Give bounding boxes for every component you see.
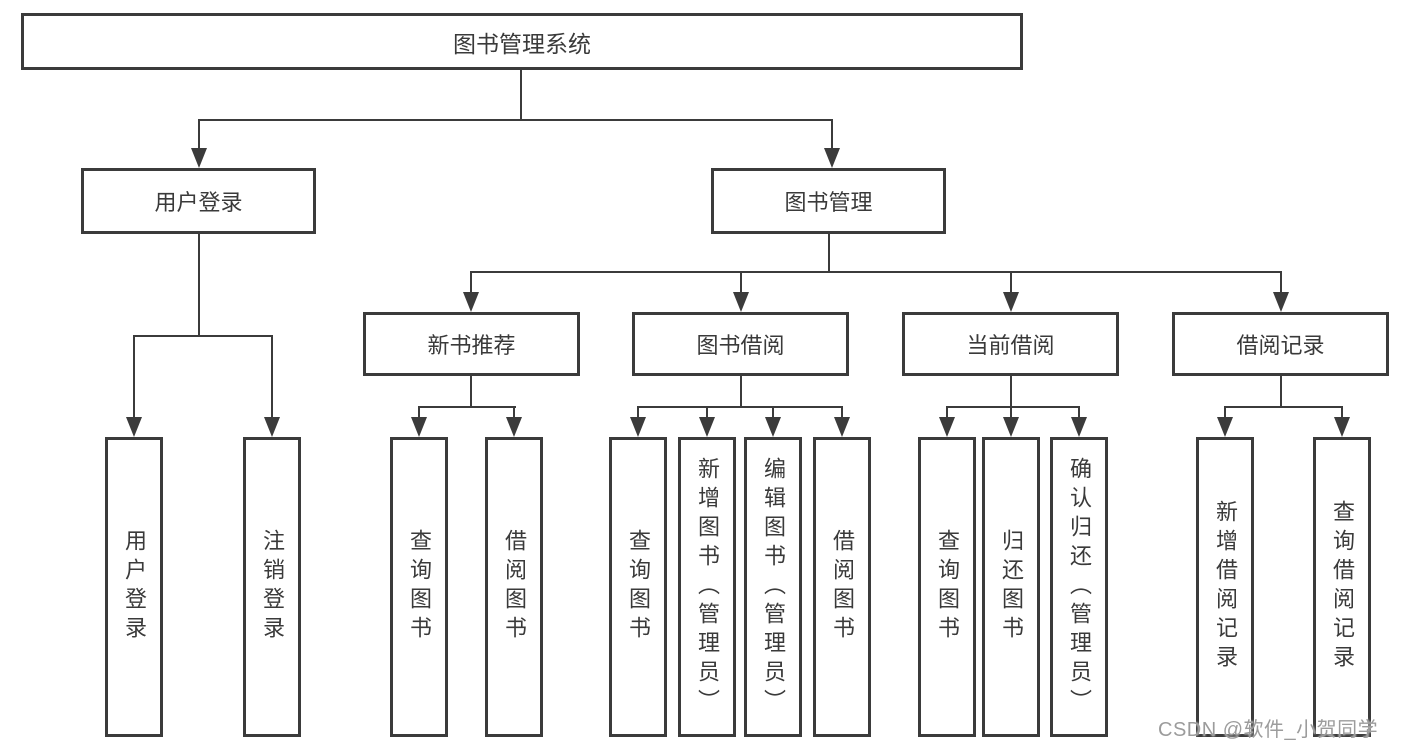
arrow-down-icon: [264, 417, 280, 437]
leaf-label: 注销登录: [259, 529, 285, 645]
leaf-logout: 注销登录: [243, 437, 301, 737]
arrow-down-icon: [506, 417, 522, 437]
leaf-return-books: 归还图书: [982, 437, 1040, 737]
connector-line: [1280, 271, 1282, 294]
leaf-label: 查询图书: [625, 529, 651, 645]
arrow-down-icon: [834, 417, 850, 437]
leaf-query-books-borrowing: 查询图书: [609, 437, 667, 737]
leaf-borrow-books-recommend: 借阅图书: [485, 437, 543, 737]
arrow-down-icon: [1003, 292, 1019, 312]
arrow-down-icon: [765, 417, 781, 437]
connector-line: [133, 335, 273, 337]
connector-line: [1078, 406, 1080, 419]
leaf-label: 用户登录: [121, 529, 147, 645]
arrow-down-icon: [630, 417, 646, 437]
connector-line: [1010, 375, 1012, 408]
leaf-label: 新增图书（管理员）: [694, 456, 720, 718]
leaf-label: 归还图书: [998, 529, 1024, 645]
connector-line: [1224, 406, 1226, 419]
connector-line: [470, 271, 472, 294]
connector-line: [637, 406, 843, 408]
arrow-down-icon: [411, 417, 427, 437]
leaf-add-books-admin: 新增图书（管理员）: [678, 437, 736, 737]
leaf-add-borrow-record: 新增借阅记录: [1196, 437, 1254, 737]
leaf-label: 新增借阅记录: [1212, 500, 1238, 674]
node-library-management-system: 图书管理系统: [21, 13, 1023, 70]
connector-line: [1280, 375, 1282, 408]
connector-line: [1010, 406, 1012, 419]
connector-line: [418, 406, 516, 408]
leaf-label: 确认归还（管理员）: [1066, 456, 1092, 718]
arrow-down-icon: [939, 417, 955, 437]
connector-line: [1224, 406, 1342, 408]
csdn-watermark: CSDN @软件_小贺同学: [1158, 719, 1379, 741]
leaf-query-books-recommend: 查询图书: [390, 437, 448, 737]
connector-line: [946, 406, 1080, 408]
connector-line: [198, 119, 200, 150]
connector-line: [271, 335, 273, 419]
arrow-down-icon: [1071, 417, 1087, 437]
arrow-down-icon: [191, 148, 207, 168]
node-borrowing-records: 借阅记录: [1172, 312, 1389, 376]
leaf-confirm-return-admin: 确认归还（管理员）: [1050, 437, 1108, 737]
connector-line: [831, 119, 833, 150]
connector-line: [637, 406, 639, 419]
connector-line: [470, 375, 472, 408]
leaf-label: 查询借阅记录: [1329, 500, 1355, 674]
connector-line: [841, 406, 843, 419]
arrow-down-icon: [1273, 292, 1289, 312]
arrow-down-icon: [126, 417, 142, 437]
connector-line: [772, 406, 774, 419]
leaf-label: 查询图书: [934, 529, 960, 645]
leaf-query-books-current: 查询图书: [918, 437, 976, 737]
arrow-down-icon: [733, 292, 749, 312]
connector-line: [198, 233, 200, 337]
connector-line: [740, 375, 742, 408]
node-current-borrowing: 当前借阅: [902, 312, 1119, 376]
arrow-down-icon: [699, 417, 715, 437]
node-user-login: 用户登录: [81, 168, 316, 234]
leaf-query-borrow-record: 查询借阅记录: [1313, 437, 1371, 737]
leaf-user-login: 用户登录: [105, 437, 163, 737]
connector-line: [470, 271, 1282, 273]
leaf-label: 编辑图书（管理员）: [760, 456, 786, 718]
connector-line: [520, 68, 522, 121]
connector-line: [198, 119, 833, 121]
leaf-label: 查询图书: [406, 529, 432, 645]
node-book-management: 图书管理: [711, 168, 946, 234]
arrow-down-icon: [1217, 417, 1233, 437]
arrow-down-icon: [1003, 417, 1019, 437]
connector-line: [1010, 271, 1012, 294]
connector-line: [1341, 406, 1343, 419]
connector-line: [740, 271, 742, 294]
connector-line: [133, 335, 135, 419]
connector-line: [706, 406, 708, 419]
leaf-borrow-books: 借阅图书: [813, 437, 871, 737]
arrow-down-icon: [824, 148, 840, 168]
connector-line: [828, 233, 830, 273]
arrow-down-icon: [463, 292, 479, 312]
connector-line: [946, 406, 948, 419]
leaf-label: 借阅图书: [501, 529, 527, 645]
arrow-down-icon: [1334, 417, 1350, 437]
leaf-label: 借阅图书: [829, 529, 855, 645]
leaf-edit-books-admin: 编辑图书（管理员）: [744, 437, 802, 737]
connector-line: [513, 406, 515, 419]
node-book-borrowing: 图书借阅: [632, 312, 849, 376]
connector-line: [418, 406, 420, 419]
node-new-book-recommendation: 新书推荐: [363, 312, 580, 376]
